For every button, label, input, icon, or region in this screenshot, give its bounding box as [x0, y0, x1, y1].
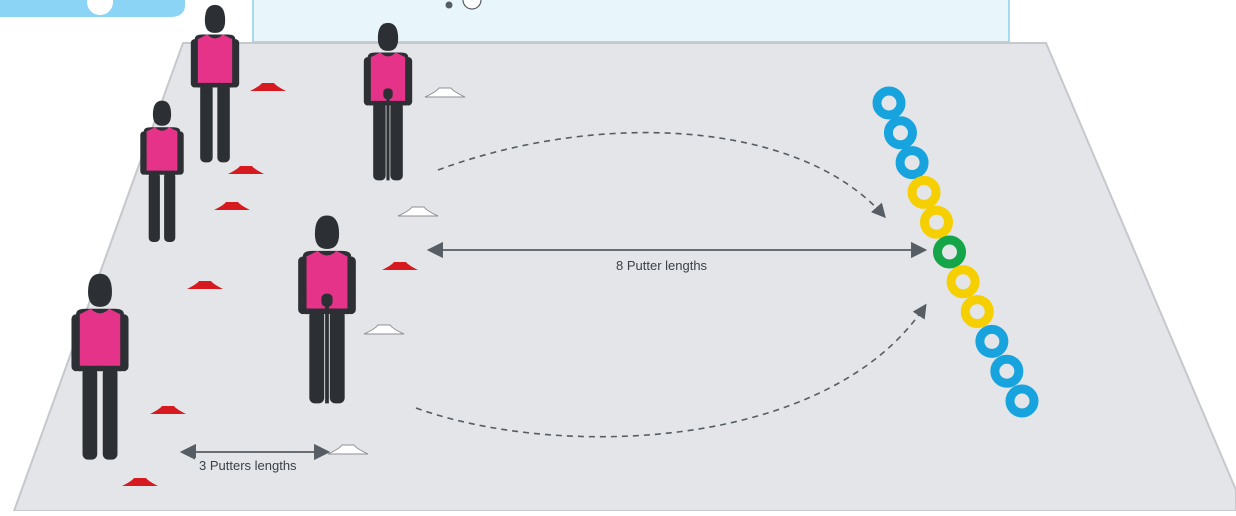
court	[14, 43, 1236, 511]
top-panel	[253, 0, 1009, 42]
long-distance-label: 8 Putter lengths	[612, 258, 711, 273]
short-distance-label: 3 Putters lengths	[195, 458, 301, 473]
corner-tab	[0, 0, 185, 17]
